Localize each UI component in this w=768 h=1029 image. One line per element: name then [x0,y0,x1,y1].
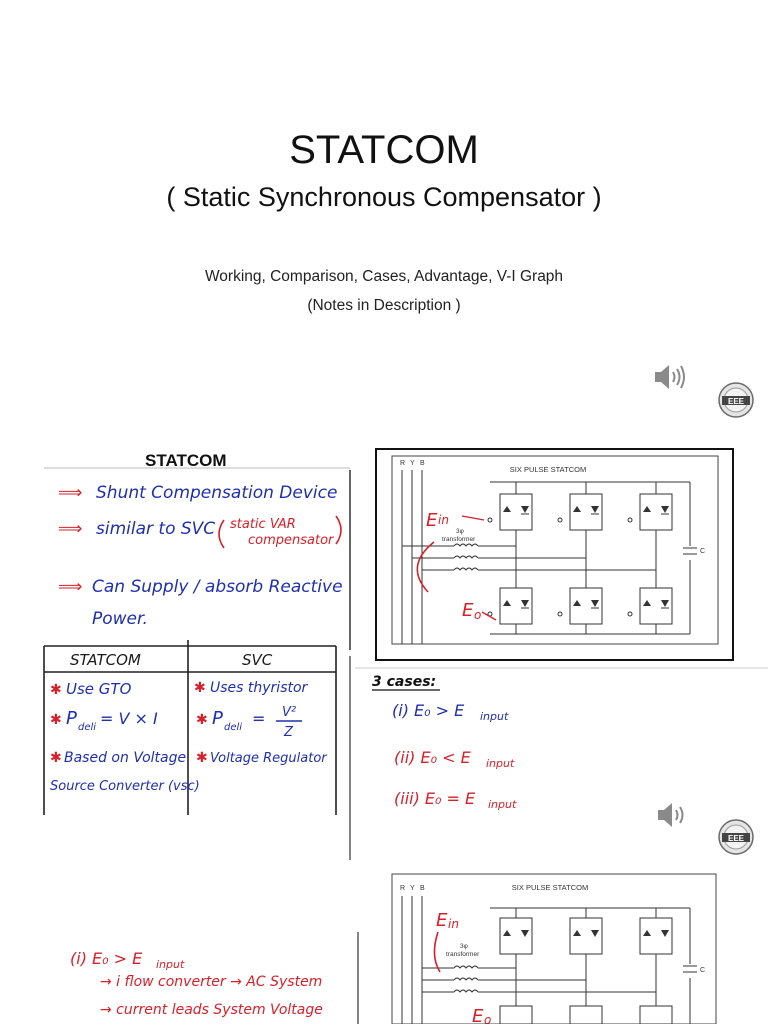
eee-logo: EEE [718,382,754,418]
note-line-1: Shunt Compensation Device [96,483,337,503]
arrow-icon: ⟹ [58,519,82,539]
svg-text:input: input [156,958,185,971]
svg-text:input: input [488,798,517,811]
six-pulse-statcom-diagram-2: R Y B SIX PULSE STATCOM [391,873,717,1027]
eee-logo: EEE [718,819,754,855]
phase-y-label: Y [410,460,415,467]
svg-text:✱: ✱ [194,680,206,696]
note-line-3a: Can Supply / absorb Reactive [92,577,343,597]
topics-line-2: (Notes in Description ) [307,297,461,314]
svg-text:B: B [420,885,425,892]
statcom-item-2-p: P [66,708,77,729]
svg-text:input: input [486,757,515,770]
eo-label-2: E [472,1006,484,1024]
case-1: (i) E₀ > E [392,701,465,720]
svg-text:o: o [484,1013,491,1024]
svg-text:transformer: transformer [442,536,476,543]
statcom-item-2-eq: = V × I [100,709,158,728]
comparison-table: STATCOM SVC ✱ Use GTO ✱ P deli = V × I ✱… [43,640,337,815]
notes-canvas: STATCOM ⟹ Shunt Compensation Device ⟹ si… [43,448,768,860]
statcom-item-1: Use GTO [66,680,132,698]
svg-text:3φ: 3φ [456,528,464,535]
case-detail-heading: (i) E₀ > E [70,949,143,968]
svg-text:✱: ✱ [50,750,62,766]
case-2: (ii) E₀ < E [394,748,472,767]
logo-text: EEE [728,397,745,406]
phase-r-label: R [400,460,405,467]
ein-label: E [426,510,438,531]
svg-text:SIX PULSE STATCOM: SIX PULSE STATCOM [512,883,588,892]
svg-text:Y: Y [410,885,415,892]
svg-text:C: C [700,967,705,974]
page-title: STATCOM [289,128,479,172]
six-pulse-statcom-diagram: R Y B SIX PULSE STATCOM 3φ transformer [375,448,734,661]
notes-heading: STATCOM [145,451,227,470]
case-3: (iii) E₀ = E [394,789,476,808]
topics-text: Working, Comparison, Cases, Advantage, V… [0,262,768,320]
page-subtitle: ( Static Synchronous Compensator ) [166,182,602,212]
table-header-statcom: STATCOM [70,651,141,669]
svg-text:in: in [438,513,449,527]
case-detail-slide: (i) E₀ > E input → i flow converter → AC… [0,860,768,1027]
note-line-3b: Power. [92,609,148,629]
title-slide: STATCOM ( Static Synchronous Compensator… [0,0,768,420]
svg-text:R: R [400,885,405,892]
case-detail-line-2: → current leads System Voltage [100,1002,323,1018]
svg-text:EEE: EEE [728,834,745,843]
svg-text:o: o [474,608,481,622]
svg-text:3φ: 3φ [460,943,468,950]
svg-text:✱: ✱ [196,712,208,728]
svc-item-2-den: Z [283,725,294,740]
statcom-notes-slide: STATCOM ⟹ Shunt Compensation Device ⟹ si… [0,420,768,860]
svg-text:✱: ✱ [50,712,62,728]
svc-item-1: Uses thyristor [210,680,309,696]
table-header-svc: SVC [242,651,273,669]
ein-label-2: E [436,910,448,931]
three-cases: 3 cases: (i) E₀ > E input (ii) E₀ < E in… [372,674,517,811]
eo-label: E [462,600,474,621]
statcom-item-3a: Based on Voltage [64,750,186,766]
svg-text:input: input [480,710,509,723]
topics-line-1: Working, Comparison, Cases, Advantage, V… [204,268,564,285]
svc-item-2-num: V² [282,705,296,720]
statcom-item-2-sub: deli [78,722,96,733]
speaker-icon[interactable] [652,362,688,392]
svc-item-2-eq: = [252,709,265,728]
svc-item-3: Voltage Regulator [210,751,328,766]
svg-text:transformer: transformer [446,951,480,958]
note-line-2c: compensator [248,533,335,548]
svc-item-2-p: P [212,708,223,729]
note-line-2b: static VAR [230,517,296,532]
svg-text:✱: ✱ [50,682,62,698]
svg-text:✱: ✱ [196,750,208,766]
capacitor-label: C [700,548,705,555]
phase-b-label: B [420,460,425,467]
arrow-icon: ⟹ [58,577,82,597]
arrow-icon: ⟹ [58,483,82,503]
circuit-title: SIX PULSE STATCOM [510,465,586,474]
svg-text:in: in [448,917,459,931]
cases-heading: 3 cases: [372,674,436,690]
case-detail-canvas: (i) E₀ > E input → i flow converter → AC… [70,873,717,1027]
svc-item-2-sub: deli [224,722,242,733]
statcom-item-3b: Source Converter (vsc) [50,779,200,794]
case-detail-line-1: → i flow converter → AC System [100,974,322,990]
speaker-icon[interactable] [658,803,684,827]
note-line-2a: similar to SVC [96,519,215,539]
